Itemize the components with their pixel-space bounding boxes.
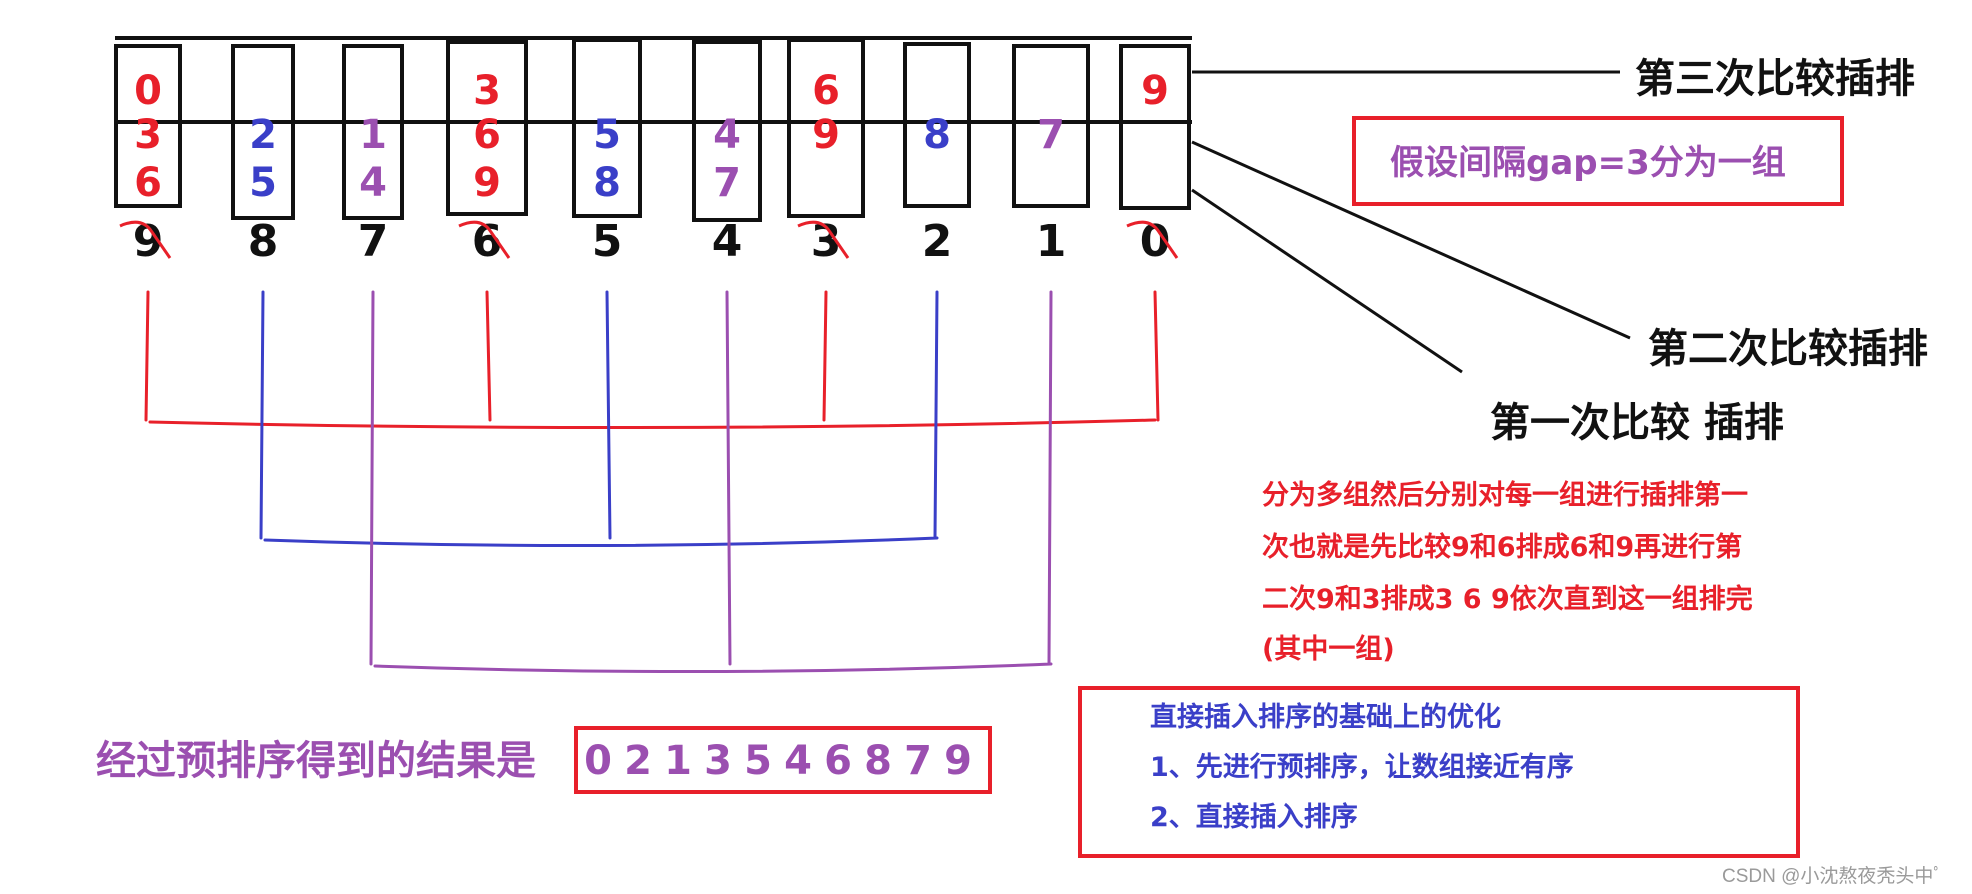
third-pass-cell: 0: [134, 68, 162, 114]
result-value: 7: [904, 738, 932, 784]
strike-mark: [458, 220, 511, 259]
column-box: [572, 38, 642, 218]
first-pass-label: 第一次比较 插排: [1490, 400, 1784, 446]
result-value: 8: [864, 738, 892, 784]
third-pass-cell: 9: [1141, 68, 1169, 114]
result-value: 6: [824, 738, 852, 784]
gap-note-text: 假设间隔gap=3分为一组: [1390, 143, 1786, 183]
array-column: 693: [787, 38, 865, 267]
result-value: 2: [624, 738, 652, 784]
first-pass-cell: 5: [249, 160, 277, 206]
base-index-label: 8: [248, 216, 279, 267]
result-value: 0: [584, 738, 612, 784]
base-index-label: 2: [922, 216, 953, 267]
first-pass-cell: 6: [134, 160, 162, 206]
column-box: [446, 40, 528, 216]
second-pass-cell: 6: [473, 112, 501, 158]
array-column: 90: [1119, 44, 1191, 267]
second-pass-cell: 3: [134, 112, 162, 158]
array-column: 71: [1012, 44, 1090, 267]
summary-point-2: 2、直接插入排序: [1150, 801, 1358, 833]
strike-mark: [1126, 220, 1179, 259]
array-column: 14 7: [342, 44, 404, 267]
explanation-block: 分为多组然后分别对每一组进行插排第一 次也就是先比较9和6排成6和9再进行第 二…: [1262, 479, 1753, 665]
base-index-label: 1: [1036, 216, 1067, 267]
summary-box: [1078, 686, 1800, 858]
column-box: [342, 44, 404, 220]
first-pass-cell: 7: [713, 160, 741, 206]
second-pass-cell: 7: [1037, 112, 1065, 158]
second-pass-cell: 4: [713, 112, 741, 158]
first-pass-cell: 9: [473, 160, 501, 206]
third-pass-label: 第三次比较插排: [1635, 56, 1915, 102]
column-box: [1119, 44, 1191, 210]
base-index-label: 7: [358, 216, 389, 267]
result-value: 1: [664, 738, 692, 784]
base-index-label: 5: [592, 216, 623, 267]
explanation-line: 分为多组然后分别对每一组进行插排第一: [1262, 479, 1748, 511]
third-pass-cell: 6: [812, 68, 840, 114]
result-value: 4: [784, 738, 812, 784]
array-column: 25 8: [231, 44, 295, 267]
second-pass-cell: 8: [923, 112, 951, 158]
purple-group-connector: [369, 290, 1053, 674]
column-box: [1012, 44, 1090, 208]
third-pass-cell: 3: [473, 68, 501, 114]
second-pass-cell: 5: [593, 112, 621, 158]
summary-point-1: 1、先进行预排序，让数组接近有序: [1150, 751, 1574, 783]
red-group-connector: [144, 290, 1160, 430]
column-box: [114, 44, 182, 208]
group-connector-lines: [144, 290, 1160, 674]
summary-title: 直接插入排序的基础上的优化: [1150, 701, 1501, 733]
watermark: CSDN @小沈熬夜秃头中ﾟ: [1722, 865, 1943, 887]
column-box: [692, 40, 762, 222]
array-column: 82: [903, 42, 971, 267]
column-box: [903, 42, 971, 208]
gap-note-box: [1352, 116, 1844, 206]
array-column: 585: [572, 38, 642, 267]
result-box: [574, 726, 992, 794]
column-box: [231, 44, 295, 220]
second-pass-cell: 9: [812, 112, 840, 158]
strike-mark: [797, 220, 850, 259]
first-pass-cell: 4: [359, 160, 387, 206]
result-value: 9: [944, 738, 972, 784]
second-pass-cell: 1: [359, 112, 387, 158]
first-pass-connector: [1191, 188, 1463, 374]
result-label: 经过预排序得到的结果是: [96, 738, 536, 784]
array-column: 474: [692, 40, 762, 267]
result-value: 3: [704, 738, 732, 784]
explanation-line: (其中一组): [1262, 633, 1395, 665]
second-pass-connector: [1191, 140, 1631, 340]
first-pass-cell: 8: [593, 160, 621, 206]
blue-group-connector: [259, 290, 939, 548]
strike-mark: [119, 220, 172, 259]
explanation-line: 次也就是先比较9和6排成6和9再进行第: [1262, 531, 1742, 563]
second-pass-label: 第二次比较插排: [1648, 326, 1928, 372]
explanation-line: 二次9和3排成3 6 9依次直到这一组排完: [1262, 583, 1753, 615]
result-value: 5: [744, 738, 772, 784]
column-box: [787, 38, 865, 218]
second-pass-cell: 2: [249, 112, 277, 158]
base-index-label: 4: [712, 216, 743, 267]
